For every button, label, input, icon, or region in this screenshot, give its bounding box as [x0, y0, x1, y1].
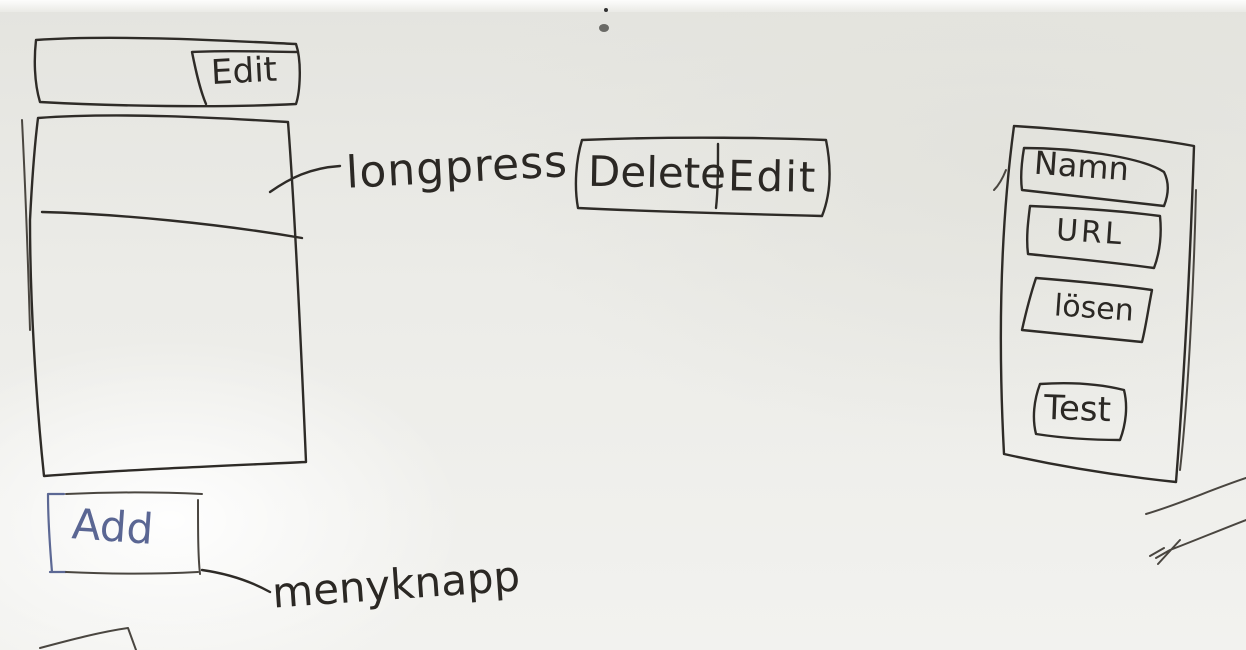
url-field-outline	[1025, 204, 1162, 270]
list-divider	[40, 210, 304, 240]
phone-list-outline	[28, 114, 308, 478]
edit-button-label: Edit	[210, 49, 278, 93]
partial-sketch-outline	[39, 627, 137, 650]
form-screen-right-shadow	[1179, 189, 1197, 471]
phone-list-left-edge	[21, 119, 31, 331]
context-menu-divider	[714, 142, 720, 210]
form-screen-outline	[999, 124, 1196, 484]
add-button-label: Add	[70, 499, 155, 554]
add-button-box	[65, 491, 203, 575]
longpress-annotation: longpress	[344, 136, 570, 199]
test-button-label: Test	[1043, 387, 1112, 431]
url-field-label: URL	[1054, 212, 1126, 253]
name-field-label: Namn	[1032, 143, 1131, 189]
whiteboard-frame	[0, 0, 1246, 12]
magnet	[599, 8, 609, 32]
add-button-outline	[46, 492, 68, 574]
context-menu-outline	[574, 136, 831, 218]
password-field-label: lösen	[1052, 288, 1135, 329]
menu-button-pointer-line	[200, 568, 272, 594]
name-field-outline	[1019, 146, 1169, 208]
form-screen-left-mark	[993, 169, 1007, 191]
password-field-outline	[1020, 276, 1154, 344]
hand-outline	[1145, 477, 1246, 565]
phone-header-outline	[33, 36, 301, 108]
longpress-pointer-line	[268, 164, 342, 194]
edit-button-outline	[190, 49, 300, 106]
context-menu-delete-label: Delete	[587, 146, 727, 199]
context-menu-edit-label: Edit	[727, 151, 818, 202]
test-button-outline	[1032, 382, 1128, 442]
